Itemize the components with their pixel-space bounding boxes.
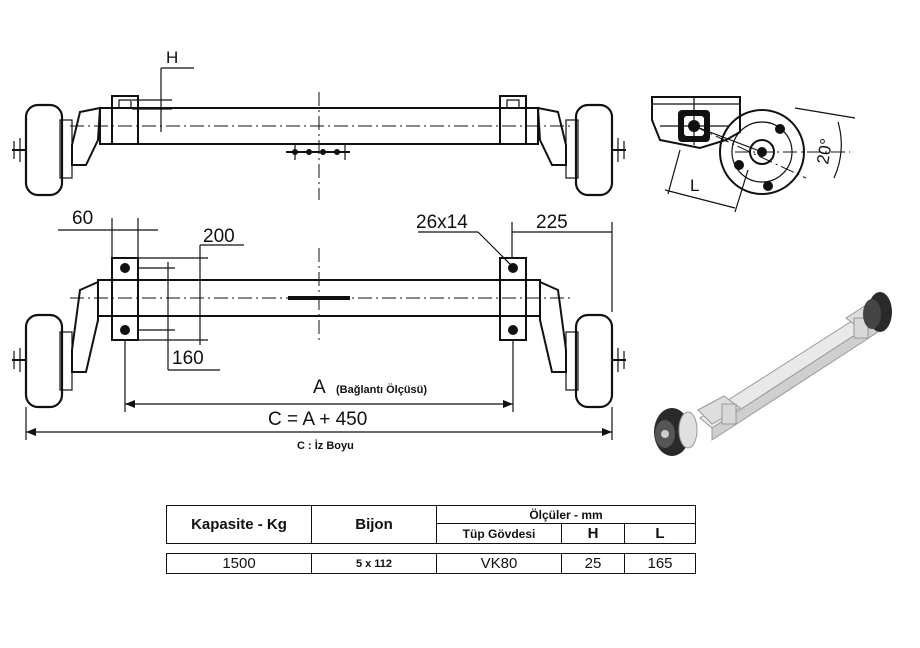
front-view	[12, 92, 626, 200]
header-l: L	[624, 523, 696, 544]
cell-tube: VK80	[436, 553, 562, 574]
side-view: L 20°	[651, 96, 856, 213]
dim-26x14-label: 26x14	[416, 212, 468, 233]
header-capacity: Kapasite - Kg	[166, 505, 312, 544]
cell-h: 25	[561, 553, 625, 574]
dim-h: H	[132, 48, 194, 132]
dim-a-label: A	[313, 377, 326, 398]
header-dimensions: Ölçüler - mm	[436, 505, 696, 524]
dim-26x14: 26x14	[416, 212, 513, 267]
axle-3d-render	[654, 292, 892, 456]
dim-225-label: 225	[536, 212, 568, 233]
dim-200-label: 200	[203, 226, 235, 247]
header-tube: Tüp Gövdesi	[436, 523, 562, 544]
dim-160: 160	[138, 262, 220, 371]
dim-h-label: H	[166, 48, 178, 67]
dim-60: 60	[58, 208, 158, 258]
cell-capacity: 1500	[166, 553, 312, 574]
dim-60-label: 60	[72, 208, 93, 229]
dim-225: 225	[511, 212, 613, 312]
header-h: H	[561, 523, 625, 544]
dim-l-label: L	[690, 176, 699, 195]
cell-l: 165	[624, 553, 696, 574]
dim-200: 200	[138, 226, 244, 345]
dim-a-note: (Bağlantı Ölçüsü)	[336, 383, 427, 396]
dim-c: C = A + 450 C : İz Boyu	[25, 407, 613, 452]
cell-bolt: 5 x 112	[311, 553, 437, 574]
plan-view	[12, 248, 626, 409]
dim-c-label: C = A + 450	[268, 409, 367, 430]
angle-label: 20°	[813, 137, 836, 166]
table-spacer	[166, 543, 696, 554]
dim-160-label: 160	[172, 348, 204, 369]
dim-a: A (Bağlantı Ölçüsü)	[124, 340, 514, 412]
spec-table: Kapasite - Kg Bijon Ölçüler - mm Tüp Göv…	[166, 505, 696, 574]
header-bolt: Bijon	[311, 505, 437, 544]
c-note: C : İz Boyu	[297, 439, 354, 452]
